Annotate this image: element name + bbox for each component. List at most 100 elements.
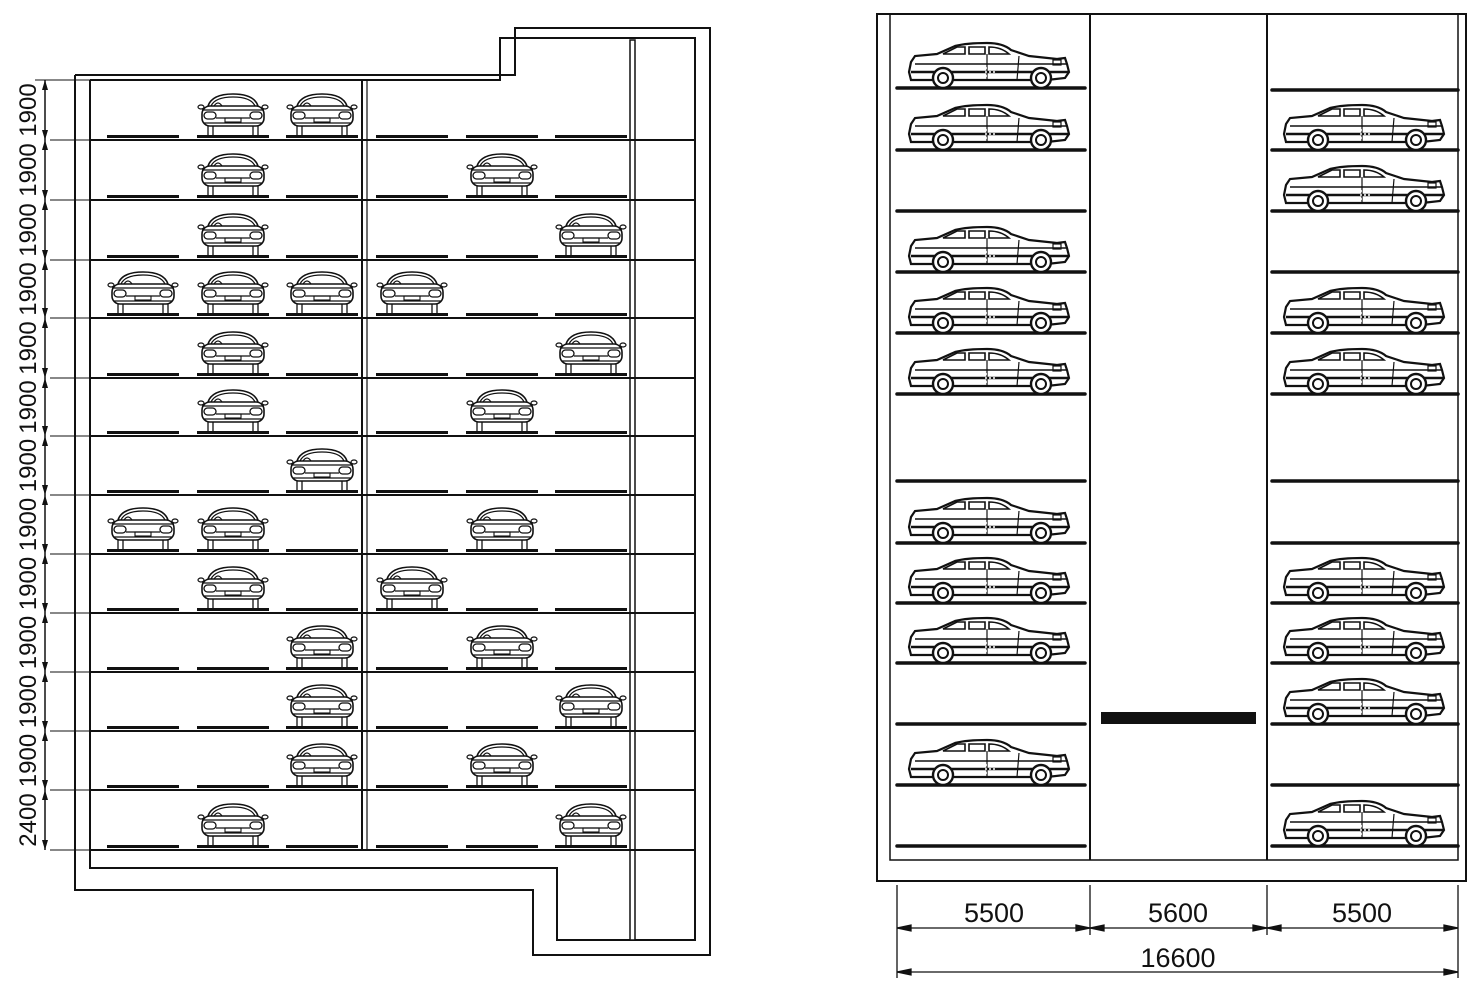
width-middle-label: 5600 [1148, 898, 1208, 928]
lift-guide-rail [629, 39, 636, 941]
parking-pallet [555, 608, 627, 611]
parking-pallet [197, 549, 269, 552]
parking-pallet [107, 490, 179, 493]
parking-pallet [376, 195, 448, 198]
parking-pallet [555, 549, 627, 552]
car-front-view [197, 153, 269, 197]
level-height-label: 1900 [15, 380, 42, 433]
car-side-view [907, 347, 1071, 396]
parking-pallet [197, 608, 269, 611]
car-front-view [286, 93, 358, 137]
parking-pallet [197, 667, 269, 670]
car-front-view [466, 507, 538, 551]
car-front-view [466, 625, 538, 669]
parking-pallet [197, 431, 269, 434]
outer-wall [74, 27, 711, 956]
car-side-view [907, 41, 1071, 90]
parking-pallet [376, 785, 448, 788]
front-levels: 1900 1900 1900 1900 1900 1900 1900 1900 1900 1900… [15, 79, 695, 851]
parking-pallet [466, 135, 538, 138]
parking-pallet [466, 608, 538, 611]
level-height-label: 1900 [15, 498, 42, 551]
parking-pallet [197, 255, 269, 258]
car-front-view [197, 93, 269, 137]
car-front-view [376, 271, 448, 315]
parking-pallet [466, 431, 538, 434]
parking-pallet [286, 667, 358, 670]
car-front-view [197, 803, 269, 847]
parking-pallet [466, 667, 538, 670]
parking-pallet [197, 785, 269, 788]
parking-pallet [286, 845, 358, 848]
car-side-view [907, 225, 1071, 274]
car-front-view [555, 684, 627, 728]
parking-pallet [555, 490, 627, 493]
parking-pallet [555, 255, 627, 258]
parking-pallet [107, 608, 179, 611]
parking-pallet [376, 135, 448, 138]
width-right-label: 5500 [1332, 898, 1392, 928]
car-front-view [286, 625, 358, 669]
parking-pallet [466, 785, 538, 788]
car-side-view [1282, 164, 1446, 213]
parking-pallet [376, 845, 448, 848]
level-height-label: 1900 [15, 439, 42, 492]
parking-pallet [555, 313, 627, 316]
parking-pallet [555, 195, 627, 198]
parking-pallet [197, 373, 269, 376]
parking-pallet [555, 726, 627, 729]
parking-pallet [376, 431, 448, 434]
car-side-view [1282, 103, 1446, 152]
side-levels [895, 41, 1460, 848]
car-side-view [1282, 799, 1446, 848]
level-height-label: 1900 [15, 616, 42, 669]
lift-platform [1101, 712, 1256, 724]
car-front-view [197, 566, 269, 610]
car-side-view [907, 616, 1071, 665]
level-height-label: 1900 [15, 321, 42, 374]
parking-pallet [286, 135, 358, 138]
parking-pallet [555, 373, 627, 376]
car-front-view [197, 213, 269, 257]
inner-wall [889, 14, 1459, 861]
parking-pallet [197, 135, 269, 138]
car-front-view [286, 448, 358, 492]
parking-pallet [107, 195, 179, 198]
parking-pallet [197, 845, 269, 848]
car-side-view [907, 103, 1071, 152]
car-front-view [376, 566, 448, 610]
parking-pallet [286, 785, 358, 788]
width-dimensions [896, 885, 1459, 978]
car-side-view [1282, 286, 1446, 335]
front-elevation: 1900 1900 1900 1900 1900 1900 1900 1900 1900 1900… [15, 27, 711, 956]
parking-pallet [286, 549, 358, 552]
level-height-label: 1900 [15, 262, 42, 315]
car-side-view [907, 738, 1071, 787]
parking-pallet [197, 726, 269, 729]
parking-pallet [107, 726, 179, 729]
parking-pallet [466, 195, 538, 198]
car-front-view [197, 331, 269, 375]
car-front-view [466, 153, 538, 197]
parking-pallet [376, 255, 448, 258]
inner-wall [89, 37, 696, 941]
level-height-label: 1900 [15, 734, 42, 787]
car-side-view [907, 286, 1071, 335]
car-front-view [197, 389, 269, 433]
parking-pallet [197, 313, 269, 316]
parking-pallet [466, 373, 538, 376]
level-height-label: 1900 [15, 203, 42, 256]
car-front-view [555, 331, 627, 375]
car-front-view [197, 271, 269, 315]
parking-pallet [107, 549, 179, 552]
parking-pallet [555, 667, 627, 670]
level-height-label: 1900 [15, 83, 42, 136]
car-side-view [1282, 556, 1446, 605]
level-height-label: 1900 [15, 143, 42, 196]
parking-pallet [376, 726, 448, 729]
parking-pallet [376, 490, 448, 493]
parking-pallet [197, 490, 269, 493]
parking-pallet [376, 549, 448, 552]
car-front-view [286, 271, 358, 315]
